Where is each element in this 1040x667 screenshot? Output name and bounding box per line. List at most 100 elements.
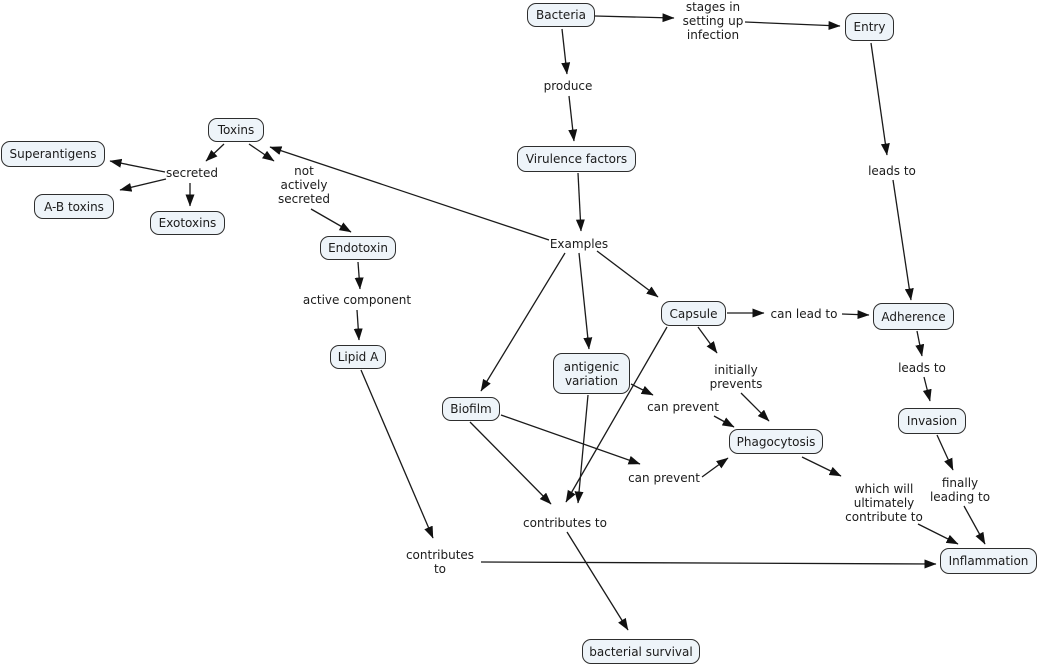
edge-entry-to-leads-label <box>870 42 890 156</box>
node-label: A-B toxins <box>44 199 104 214</box>
edge-label-line: which will <box>854 482 914 496</box>
edge-phagocytosis-to-which-will-label <box>801 456 842 477</box>
edge-label-line: prevents <box>709 377 763 391</box>
node-label: Phagocytosis <box>736 434 816 449</box>
edge-secreted-to-ab-toxins <box>119 178 167 192</box>
edge-label-can-lead-to: can lead to <box>771 307 838 321</box>
edge-label-line: setting up <box>682 14 744 28</box>
node-label: Endotoxin <box>328 241 388 255</box>
node-exotoxins[interactable]: Exotoxins <box>150 211 225 235</box>
node-lipid-a[interactable]: Lipid A <box>330 345 386 369</box>
edge-finally-label-to-inflammation <box>963 505 986 545</box>
edge-examples-to-biofilm <box>480 252 566 392</box>
edge-antigenic-to-can-prevent-upper <box>630 383 654 396</box>
node-invasion[interactable]: Invasion <box>898 408 966 434</box>
edge-label-line: can prevent <box>628 471 700 485</box>
edge-bacteria-to-produce-label <box>561 28 571 75</box>
edge-label-line: secreted <box>166 166 218 180</box>
edge-antigenic-to-contributes-center <box>574 394 589 504</box>
node-label: Lipid A <box>337 350 379 364</box>
edge-label-line: contributes to <box>523 516 607 530</box>
node-label: Superantigens <box>9 147 97 161</box>
node-label: Adherence <box>881 309 946 324</box>
edge-capsule-to-initially-label <box>697 326 718 354</box>
node-phagocytosis[interactable]: Phagocytosis <box>729 429 823 454</box>
node-entry[interactable]: Entry <box>845 13 894 41</box>
edge-which-will-label-to-inflammation <box>917 523 959 545</box>
edge-label-line: can prevent <box>647 400 719 414</box>
edge-label-line: stages in <box>685 0 741 14</box>
edge-contributes-center-to-survival <box>566 531 629 631</box>
edge-label-line: contribute to <box>845 510 923 524</box>
edge-label-line: leads to <box>898 361 946 375</box>
edge-label-line: produce <box>543 79 593 93</box>
edge-capsule-to-contributes-center <box>565 326 668 503</box>
node-endotoxin[interactable]: Endotoxin <box>320 236 396 260</box>
edge-bacteria-to-stages-label <box>594 13 675 23</box>
edge-active-label-to-lipid-a <box>353 309 363 341</box>
edge-leads-label-to-adherence <box>892 179 914 301</box>
edge-label-line: can lead to <box>770 307 838 321</box>
edge-label-line: secreted <box>278 192 330 206</box>
edge-lipid-a-to-contributes-left <box>360 369 434 539</box>
edge-label-line: leads to <box>868 164 916 178</box>
edge-label-contributes-to-center: contributes to <box>523 516 607 530</box>
node-label: Invasion <box>906 414 958 428</box>
edge-label-line: leading to <box>929 490 991 504</box>
edge-label-can-prevent-lower: can prevent <box>628 471 700 485</box>
edge-label-line: contributes <box>405 548 475 562</box>
node-label: Capsule <box>669 306 718 321</box>
edge-label-secreted: secreted <box>166 166 218 180</box>
edge-label-line: finally <box>941 476 979 490</box>
node-antigenic-variation[interactable]: antigenic variation <box>553 353 630 394</box>
edge-leads-label-to-invasion <box>922 376 932 402</box>
edge-label-active-component: active component <box>303 293 411 307</box>
edge-toxins-to-not-actively-label <box>248 143 275 162</box>
node-bacterial-survival[interactable]: bacterial survival <box>582 639 700 664</box>
edge-examples-to-capsule <box>596 250 659 298</box>
node-adherence[interactable]: Adherence <box>873 303 954 330</box>
edge-virulence-to-examples-label <box>575 172 585 232</box>
edge-initially-label-to-phagocytosis <box>740 392 770 422</box>
edge-biofilm-to-can-prevent-lower <box>500 414 641 465</box>
edge-examples-to-antigenic <box>578 252 593 350</box>
node-inflammation[interactable]: Inflammation <box>940 548 1037 574</box>
edge-label-line: actively <box>280 178 328 192</box>
edge-label-line: not <box>294 164 314 178</box>
edge-not-actively-to-endotoxin <box>310 208 352 233</box>
edge-adherence-to-leads-label <box>915 330 925 357</box>
edge-label-produce: produce <box>544 79 593 93</box>
edge-invasion-to-finally-label <box>936 434 954 471</box>
edge-biofilm-to-contributes-center <box>469 421 552 505</box>
node-label: Toxins <box>217 123 255 137</box>
node-label: Bacteria <box>536 8 586 22</box>
edge-label-leads-to-entry: leads to <box>868 164 916 178</box>
node-bacteria[interactable]: Bacteria <box>527 3 595 27</box>
node-biofilm[interactable]: Biofilm <box>442 397 500 421</box>
edge-label-line: to <box>433 562 447 576</box>
node-ab-toxins[interactable]: A-B toxins <box>34 194 114 219</box>
edge-label-line: initially <box>714 363 758 377</box>
edge-toxins-to-secreted-label <box>205 143 225 162</box>
edge-label-line: Examples <box>549 237 609 251</box>
edge-contributes-left-to-inflammation <box>480 559 937 569</box>
node-toxins[interactable]: Toxins <box>208 118 264 142</box>
node-capsule[interactable]: Capsule <box>661 301 726 326</box>
node-virulence-factors[interactable]: Virulence factors <box>517 146 636 172</box>
edge-label-examples: Examples <box>550 237 608 251</box>
edge-can-lead-label-to-adherence <box>841 310 870 320</box>
edge-label-can-prevent-upper: can prevent <box>647 400 719 414</box>
node-label: Inflammation <box>948 554 1029 568</box>
edge-label-line: infection <box>686 28 740 42</box>
node-label: Exotoxins <box>158 216 217 230</box>
edge-endotoxin-to-active-label <box>354 261 364 290</box>
edge-stages-label-to-entry <box>744 21 841 31</box>
edge-label-leads-to-invasion: leads to <box>898 361 946 375</box>
node-superantigens[interactable]: Superantigens <box>1 141 105 167</box>
